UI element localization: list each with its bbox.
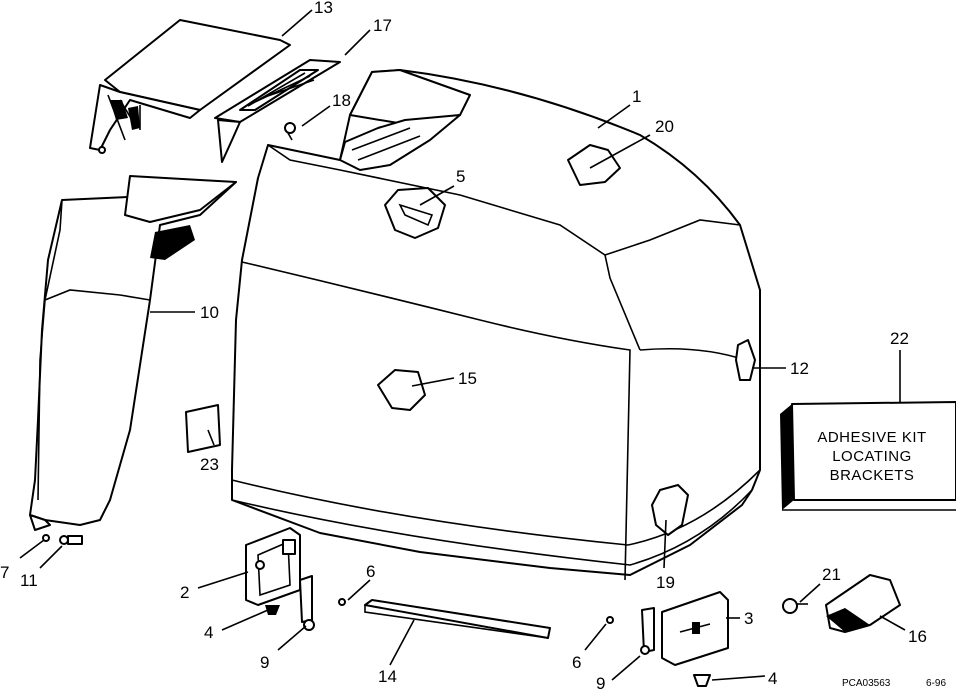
- kit-box-line-1: ADHESIVE KIT: [817, 429, 926, 446]
- part-23-label: [185, 404, 221, 453]
- drawing-date-text: 6-96: [926, 678, 946, 689]
- callout-18: 18: [332, 91, 351, 110]
- callout-20: 20: [655, 117, 674, 136]
- callout-4-left: 4: [204, 623, 213, 642]
- part-16-pad: [825, 574, 901, 633]
- callout-9-left: 9: [260, 653, 269, 672]
- callout-7: 7: [0, 563, 9, 582]
- part-7-11-fasteners: [42, 534, 83, 545]
- kit-box-line-2: LOCATING: [832, 448, 912, 465]
- callout-9-right: 9: [596, 674, 605, 690]
- part-13-top-cover: [89, 19, 291, 154]
- callout-23: 23: [200, 455, 219, 474]
- callout-6-right: 6: [572, 653, 581, 672]
- part-6-screws: [338, 598, 614, 624]
- callout-17: 17: [373, 16, 392, 35]
- callout-numbers: 1 2 3 4 4 5 6 6 7 9 9 10 11 12 13 14 15 …: [0, 0, 927, 693]
- callout-1: 1: [632, 87, 641, 106]
- callout-6-left: 6: [366, 562, 375, 581]
- part-10-side-cover: [29, 175, 237, 531]
- callout-3: 3: [744, 609, 753, 628]
- callout-12: 12: [790, 359, 809, 378]
- callout-11: 11: [20, 571, 38, 590]
- callout-13: 13: [314, 0, 333, 17]
- part-21-fastener: [782, 598, 808, 614]
- drawing-code: PCA03563 6-96: [842, 678, 946, 689]
- kit-box-line-3: BRACKETS: [830, 467, 915, 484]
- part-17-grille: [214, 59, 341, 163]
- part-22-kit-box: ADHESIVE KIT LOCATING BRACKETS: [780, 401, 956, 511]
- part-14-strip: [364, 599, 551, 639]
- callout-19: 19: [656, 573, 675, 592]
- part-2-bracket: [245, 527, 301, 606]
- part-4-plugs: [265, 605, 711, 687]
- callout-10: 10: [200, 303, 219, 322]
- callout-21: 21: [822, 565, 841, 584]
- callout-14: 14: [378, 667, 397, 686]
- leader-lines: [19, 9, 906, 681]
- callout-2: 2: [180, 583, 189, 602]
- callout-4-right: 4: [768, 669, 777, 688]
- callout-22: 22: [890, 329, 909, 348]
- part-18-screw: [284, 122, 296, 141]
- part-3-plate: [661, 591, 729, 666]
- callout-5: 5: [456, 167, 465, 186]
- callout-15: 15: [458, 369, 477, 388]
- callout-16: 16: [908, 627, 927, 646]
- part-9-strips: [299, 575, 655, 655]
- drawing-code-text: PCA03563: [842, 678, 891, 689]
- engine-cover: [231, 69, 761, 581]
